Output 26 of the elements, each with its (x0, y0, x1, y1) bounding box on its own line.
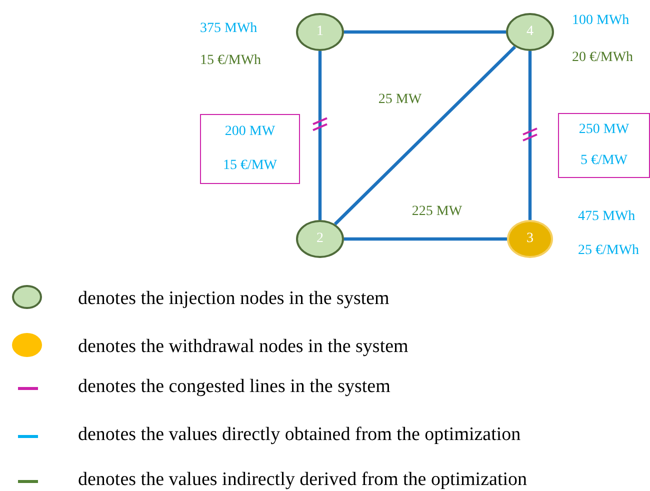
bus-node: 1 (296, 13, 344, 51)
legend-text: denotes the values directly obtained from the optimization (78, 424, 521, 446)
value-label: 15 €/MW (222, 158, 278, 174)
transmission-line (344, 30, 506, 34)
legend-text: denotes the withdrawal nodes in the system (78, 336, 408, 358)
value-label: 475 MWh (578, 209, 636, 225)
value-label: 200 MW (224, 124, 276, 140)
value-label: 15 €/MWh (200, 53, 262, 69)
bus-node: 4 (506, 13, 554, 51)
value-label: 100 MWh (572, 13, 630, 29)
transmission-line (528, 51, 532, 220)
value-label: 250 MW (578, 122, 630, 138)
bus-node: 2 (296, 220, 344, 258)
legend-text: denotes the values indirectly derived from the optimization (78, 469, 528, 491)
value-label: 20 €/MWh (572, 50, 634, 66)
line-info-box (200, 114, 300, 184)
line-info-box (558, 113, 650, 178)
transmission-line (334, 46, 516, 226)
value-label: 5 €/MW (580, 153, 628, 170)
legend-text: denotes the congested lines in the system (78, 376, 390, 398)
value-label: 25 €/MWh (578, 243, 640, 259)
bus-node: 3 (507, 220, 553, 258)
transmission-line (318, 51, 322, 220)
value-label: 375 MWh (200, 21, 258, 37)
transmission-line (344, 237, 507, 241)
legend-text: denotes the injection nodes in the system (78, 288, 390, 310)
